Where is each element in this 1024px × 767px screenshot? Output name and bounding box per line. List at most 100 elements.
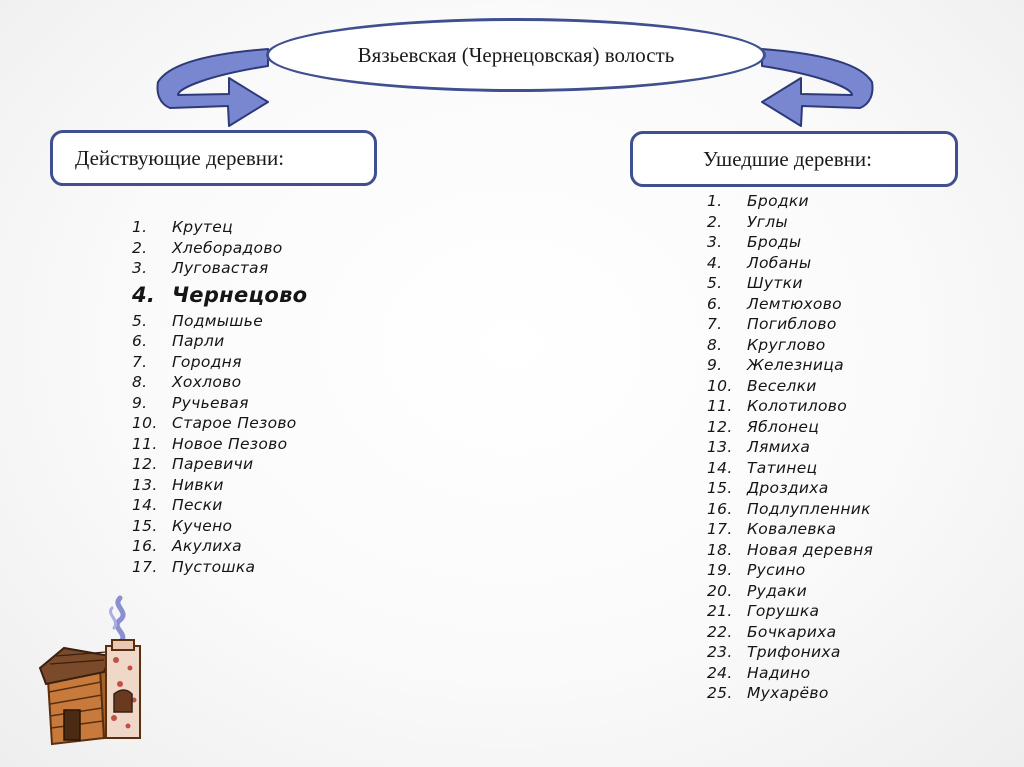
list-item-number: 13. xyxy=(707,438,733,456)
list-item-number: 7. xyxy=(707,315,723,333)
list-item-name: Мухарёво xyxy=(747,684,829,702)
list-item-name: Луговастая xyxy=(172,259,269,277)
list-item: 1.Крутец xyxy=(132,217,307,238)
title-ellipse: Вязьевская (Чернецовская) волость xyxy=(266,18,766,92)
list-item: 13. Лямиха xyxy=(707,437,873,458)
list-item-number: 14. xyxy=(132,496,158,514)
list-item: 8.Хохлово xyxy=(132,372,307,393)
list-item: 14. Татинец xyxy=(707,458,873,479)
list-item-number: 4. xyxy=(132,282,156,307)
list-item-number: 2. xyxy=(132,238,148,257)
list-item-number: 9. xyxy=(132,393,148,412)
list-item-name: Бочкариха xyxy=(747,622,837,641)
list-item-number: 12. xyxy=(707,417,733,436)
list-item-name: Трифониха xyxy=(747,643,841,661)
list-item: 3.Броды xyxy=(707,232,873,253)
list-item-name: Ручьевая xyxy=(172,393,249,412)
list-item-number: 11. xyxy=(707,397,733,415)
list-item-name: Лямиха xyxy=(747,438,811,456)
list-item-name: Татинец xyxy=(747,458,818,477)
list-item-name: Веселки xyxy=(747,376,817,395)
list-item: 3. Луговастая xyxy=(132,258,307,279)
list-item-name: Хлеборадово xyxy=(172,238,283,257)
list-item: 11. Новое Пезово xyxy=(132,434,307,455)
list-item: 2. Углы xyxy=(707,212,873,233)
list-item: 7. Погиблово xyxy=(707,314,873,335)
list-item-number: 6. xyxy=(132,332,148,350)
active-villages-label: Действующие деревни: xyxy=(75,145,285,170)
list-item-number: 16. xyxy=(132,537,158,555)
list-item-name: Лемтюхово xyxy=(747,294,842,313)
list-item-number: 10. xyxy=(132,414,158,432)
list-item-name: Новая деревня xyxy=(747,540,874,559)
list-item-name: Новое Пезово xyxy=(172,434,288,453)
list-item-number: 21. xyxy=(707,602,733,620)
gone-villages-label: Ушедшие деревни: xyxy=(703,146,872,171)
list-item-number: 11. xyxy=(132,434,158,453)
list-item: 6.Лемтюхово xyxy=(707,294,873,315)
list-item-number: 5. xyxy=(707,274,723,292)
list-item-number: 1. xyxy=(707,192,723,210)
list-item: 7.Городня xyxy=(132,352,307,373)
list-item-number: 17. xyxy=(132,557,158,576)
list-item-name: Шутки xyxy=(747,274,803,292)
list-item-name: Паревичи xyxy=(172,455,254,473)
list-item-number: 16. xyxy=(707,499,733,518)
list-item: 4.Лобаны xyxy=(707,253,873,274)
list-item-name: Горушка xyxy=(747,602,820,620)
list-item-number: 18. xyxy=(707,540,733,559)
list-item: 12. Яблонец xyxy=(707,417,873,438)
list-item-name: Углы xyxy=(747,212,788,231)
list-item: 23.Трифониха xyxy=(707,642,873,663)
list-item-number: 7. xyxy=(132,352,148,371)
list-item-name: Русино xyxy=(747,561,806,579)
list-item-name: Пески xyxy=(172,496,223,514)
list-item-name: Яблонец xyxy=(747,417,820,436)
list-item: 12.Паревичи xyxy=(132,454,307,475)
list-item-number: 14. xyxy=(707,458,733,477)
list-item-number: 5. xyxy=(132,311,148,330)
list-item-name: Железница xyxy=(747,356,844,374)
list-item-number: 8. xyxy=(707,335,723,354)
list-item: 9. Железница xyxy=(707,355,873,376)
list-item: 1. Бродки xyxy=(707,191,873,212)
title-text: Вязьевская (Чернецовская) волость xyxy=(357,42,675,67)
list-item: 25. Мухарёво xyxy=(707,683,873,704)
list-item-name: Ковалевка xyxy=(747,520,837,538)
list-item: 16.Подлупленник xyxy=(707,499,873,520)
list-item-name: Подмышье xyxy=(172,311,264,330)
list-item: 14. Пески xyxy=(132,495,307,516)
curved-arrow-right-icon xyxy=(761,48,874,127)
list-item-name: Надино xyxy=(747,663,811,682)
list-item-number: 15. xyxy=(707,479,733,497)
list-item-number: 2. xyxy=(707,212,723,231)
list-item-number: 25. xyxy=(707,684,733,702)
list-item: 9. Ручьевая xyxy=(132,393,307,414)
list-item-name: Бродки xyxy=(747,192,809,210)
list-item-number: 3. xyxy=(132,259,148,277)
list-item-name: Чернецово xyxy=(172,282,308,307)
curved-arrow-left-icon xyxy=(156,48,269,127)
list-item-name: Погиблово xyxy=(747,315,837,333)
list-item: 10.Веселки xyxy=(707,376,873,397)
list-item-number: 19. xyxy=(707,561,733,579)
list-item-name: Парли xyxy=(172,332,225,350)
list-item-number: 9. xyxy=(707,356,723,374)
gone-villages-box: Ушедшие деревни: xyxy=(630,131,958,187)
list-item: 17.Пустошка xyxy=(132,557,307,578)
list-item: 15.Кучено xyxy=(132,516,307,537)
list-item: 4. Чернецово xyxy=(132,279,307,311)
list-item-number: 3. xyxy=(707,233,723,251)
list-item-number: 22. xyxy=(707,622,733,641)
list-item: 19. Русино xyxy=(707,560,873,581)
list-item: 21. Горушка xyxy=(707,601,873,622)
list-item-name: Акулиха xyxy=(172,537,242,555)
list-item: 17.Ковалевка xyxy=(707,519,873,540)
list-item-number: 15. xyxy=(132,516,158,535)
list-item: 15.Дроздиха xyxy=(707,478,873,499)
